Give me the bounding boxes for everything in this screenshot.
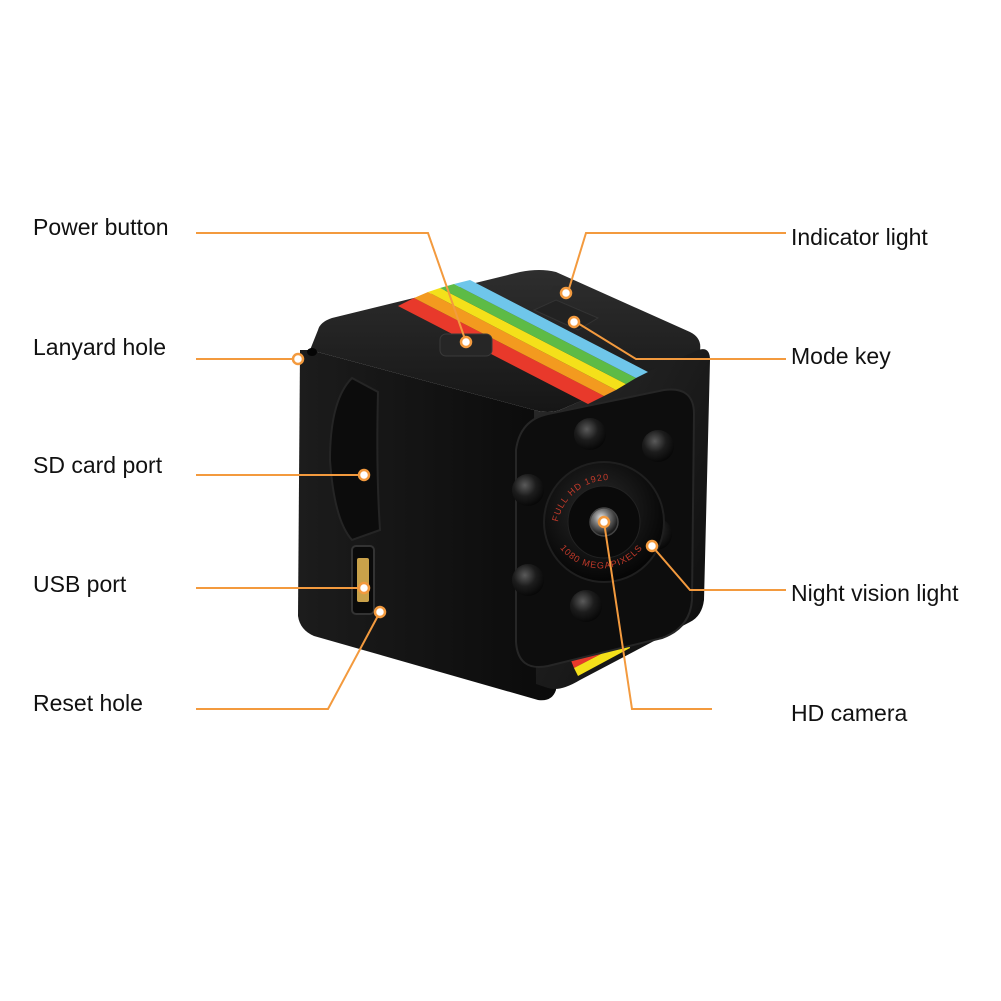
ir-led-top-right — [642, 430, 674, 462]
dot-hd-camera — [597, 515, 611, 529]
leader-lines — [196, 232, 786, 710]
ir-led-top — [574, 418, 606, 450]
leader-indicator-light — [567, 232, 786, 293]
leader-hd-camera — [603, 521, 712, 710]
mode-key[interactable] — [532, 299, 600, 331]
leader-power-button — [196, 232, 467, 343]
dot-usb-port — [357, 581, 371, 595]
label-usb-port: USB port — [33, 571, 127, 597]
usb-contacts — [357, 558, 369, 602]
label-sd-card-port: SD card port — [33, 452, 163, 478]
label-hd-camera: HD camera — [791, 700, 908, 726]
dot-power-button — [459, 335, 473, 349]
leader-night-vision — [651, 545, 786, 591]
label-lanyard-hole: Lanyard hole — [33, 334, 166, 360]
sd-card-slot — [328, 376, 382, 542]
leader-dots — [291, 286, 659, 619]
dot-indicator-light — [559, 286, 573, 300]
label-night-vision-light: Night vision light — [791, 580, 959, 606]
dot-night-vision — [645, 539, 659, 553]
dot-sd-card-port — [357, 468, 371, 482]
leader-reset-hole — [196, 611, 381, 710]
leader-mode-key — [575, 321, 786, 360]
label-power-button: Power button — [33, 214, 169, 240]
label-indicator-light: Indicator light — [791, 224, 928, 250]
ir-led-left — [512, 474, 544, 506]
dot-reset-hole — [373, 605, 387, 619]
lanyard-hole — [307, 348, 317, 356]
dot-mode-key — [567, 315, 581, 329]
label-mode-key: Mode key — [791, 343, 891, 369]
label-reset-hole: Reset hole — [33, 690, 143, 716]
ir-led-bottom — [570, 590, 602, 622]
dot-lanyard-hole — [291, 352, 305, 366]
ir-led-bottom-left — [512, 564, 544, 596]
